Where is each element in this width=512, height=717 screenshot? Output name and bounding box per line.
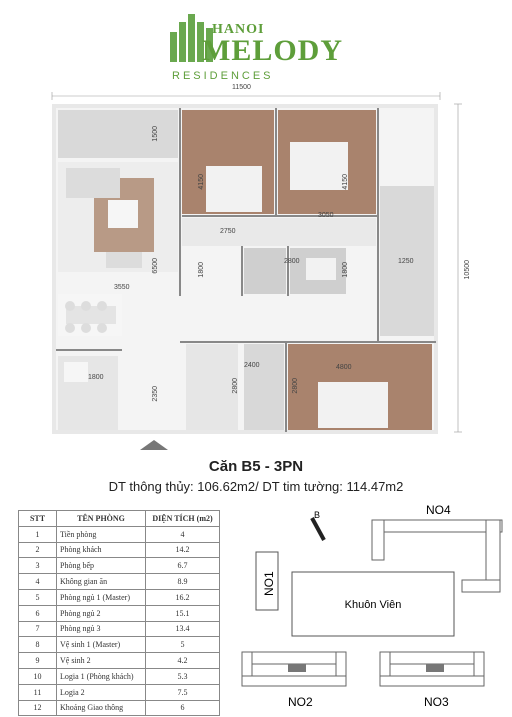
cell-room: Tiền phòng [56,525,146,543]
cell-stt: 7 [18,620,57,638]
cell-area: 7.5 [145,683,220,701]
label-garden: Khuôn Viên [345,599,402,611]
cell-stt: 1 [18,525,57,543]
dim-1800-a: 1800 [198,262,205,278]
unit-area: DT thông thủy: 106.62m2/ DT tim tường: 1… [108,479,404,494]
floor-plan-drawing [51,92,462,450]
dim-2800-c: 2800 [292,378,299,394]
dim-3550: 3550 [114,284,130,291]
cell-area: 5.3 [145,667,220,685]
dim-2750: 2750 [220,228,236,235]
cell-area: 15.1 [145,604,220,622]
cell-stt: 2 [18,541,57,559]
cell-area: 6.7 [145,557,220,575]
dim-2800-a: 2800 [284,258,300,265]
label-no3: NO3 [424,695,449,709]
floor-plan: 11500 10500 1500 4150 4150 2750 3050 180… [0,82,512,452]
cell-area: 6 [145,699,220,717]
cell-room: Logia 1 (Phòng khách) [56,667,146,685]
brand-line-3: RESIDENCES [172,70,274,82]
cell-stt: 6 [18,604,57,622]
cell-stt: 4 [18,573,57,590]
brand-line-2: MELODY [202,34,343,67]
dim-total-depth: 10500 [464,260,471,280]
dim-2350: 2350 [152,386,159,402]
cell-room: Phòng ngủ 3 [56,620,146,638]
dim-1250: 1250 [398,258,414,265]
site-plan-drawing: B NO1 Khuôn Viên NO4 NO2 [241,503,503,709]
cell-stt: 10 [18,667,57,685]
dim-2400: 2400 [244,362,260,369]
cell-room: Phòng bếp [56,557,146,575]
dim-1800-b: 1800 [342,262,349,278]
header-area: DIỆN TÍCH (m2) [145,510,220,527]
dim-3050: 3050 [318,212,334,219]
dim-4150-b: 4150 [342,174,349,190]
cell-area: 8.9 [145,573,220,590]
cell-stt: 11 [18,683,57,701]
label-no2: NO2 [288,695,313,709]
garden-area [291,571,455,637]
cell-room: Logia 2 [56,683,146,701]
building-no1 [255,551,279,611]
table-header-row: STT TÊN PHÒNG DIỆN TÍCH (m2) [18,510,220,527]
cell-stt: 12 [18,699,57,717]
dim-4150-a: 4150 [198,174,205,190]
label-no1: NO1 [262,571,276,596]
building-no3 [379,651,485,687]
cell-room: Phòng khách [56,541,146,559]
dim-total-width: 11500 [232,84,251,91]
header-stt: STT [18,510,57,527]
cell-stt: 3 [18,557,57,575]
cell-stt: 8 [18,636,57,654]
label-no4: NO4 [426,503,451,517]
cell-room: Phòng ngủ 2 [56,604,146,622]
building-no4 [371,519,503,593]
cell-stt: 9 [18,652,57,669]
cell-room: Không gian ăn [56,573,146,590]
cell-area: 16.2 [145,588,220,606]
dim-6500: 6500 [152,258,159,274]
building-no2 [241,651,347,687]
dim-1800-c: 1800 [88,374,104,381]
dim-4800: 4800 [336,364,352,371]
site-plan: B NO1 Khuôn Viên NO4 NO2 [234,500,504,712]
cell-area: 4 [145,525,220,543]
cell-room: Vệ sinh 2 [56,652,146,669]
brand-line-1: HANOI [212,22,265,37]
cell-area: 13.4 [145,620,220,638]
brand-logo: HANOI MELODY RESIDENCES [168,12,348,82]
cell-room: Vệ sinh 1 (Master) [56,636,146,654]
logo-bars-icon [170,14,213,62]
compass-letter: B [314,510,320,520]
dim-2800-b: 2800 [232,378,239,394]
cell-room: Phòng ngủ 1 (Master) [56,588,146,606]
header-room-name: TÊN PHÒNG [56,510,146,527]
dim-1500: 1500 [152,126,159,142]
unit-title: Căn B5 - 3PN [208,458,304,475]
cell-area: 4.2 [145,652,220,669]
cell-stt: 5 [18,588,57,606]
cell-room: Khoảng Giao thông [56,699,146,717]
cell-area: 5 [145,636,220,654]
north-compass-icon [310,517,326,541]
cell-area: 14.2 [145,541,220,559]
